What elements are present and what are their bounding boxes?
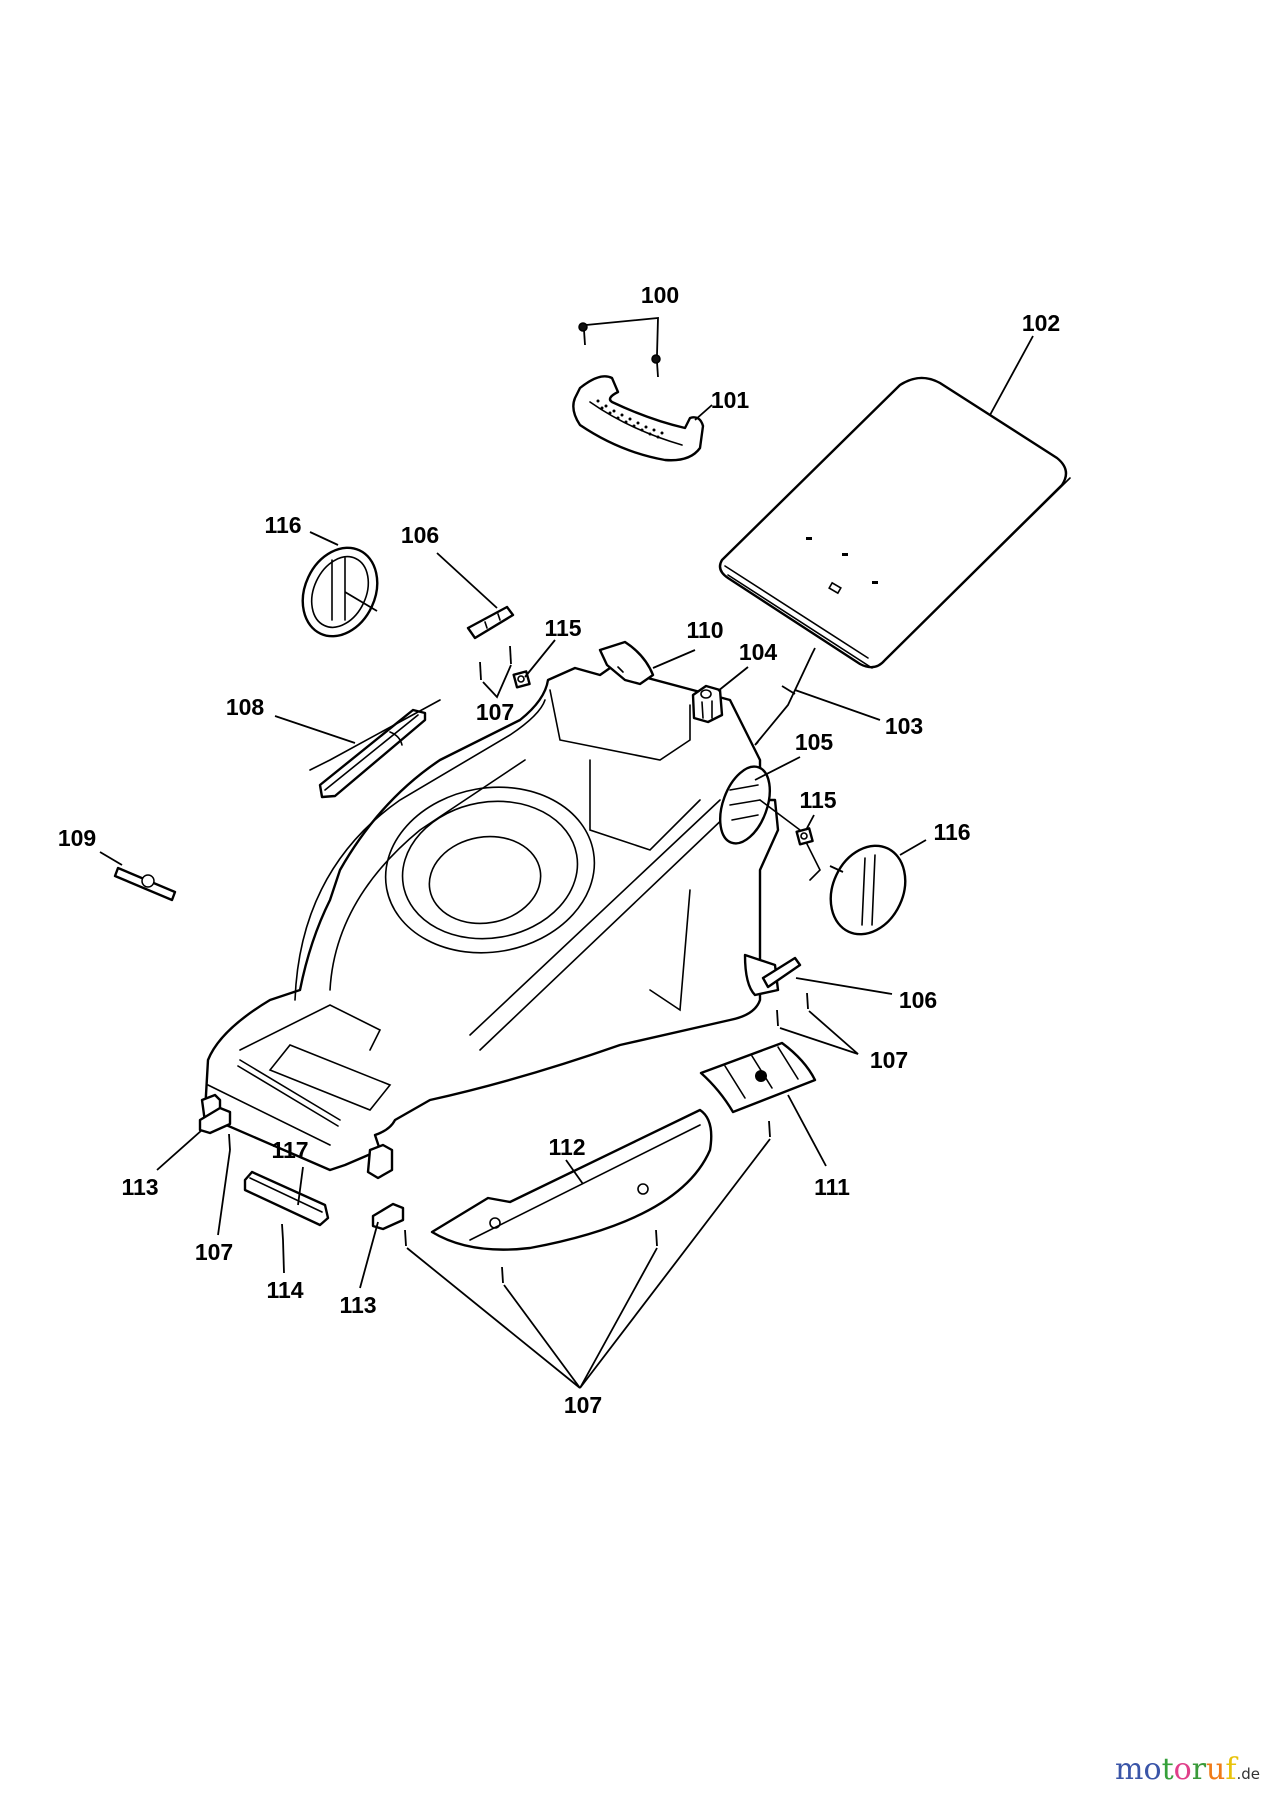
label-115-upper: 115	[544, 615, 581, 641]
torsion-spring-part	[754, 647, 816, 746]
part-labels: 100 101 102 103 104 105 106 106 107 107 …	[58, 282, 1060, 1418]
screw-107-upper-parts	[479, 645, 531, 699]
skirt-cover-part	[430, 1108, 713, 1251]
label-100: 100	[641, 282, 679, 308]
label-107-upper: 107	[476, 699, 514, 725]
screw-107-right-parts	[776, 992, 859, 1055]
clip-106-lower-part	[761, 956, 802, 989]
screw-107-left-and-114-parts	[228, 1133, 284, 1241]
label-115-right: 115	[799, 787, 836, 813]
label-104: 104	[739, 639, 778, 665]
label-106-lower: 106	[899, 987, 937, 1013]
wm-suffix: .de	[1236, 1765, 1260, 1783]
label-107-right: 107	[870, 1047, 908, 1073]
axle-holder-part	[243, 1170, 330, 1227]
label-113-right: 113	[339, 1292, 376, 1318]
label-108: 108	[226, 694, 265, 720]
label-107-left: 107	[195, 1239, 233, 1265]
badge-part	[113, 866, 177, 902]
label-109: 109	[58, 825, 96, 851]
wheel-right-part	[829, 844, 907, 936]
label-105: 105	[795, 729, 834, 755]
label-112: 112	[548, 1134, 585, 1160]
label-117: 117	[271, 1137, 308, 1163]
mower-deck-housing	[200, 666, 780, 1180]
wm-letter: o	[1173, 1752, 1192, 1787]
handle-part	[572, 375, 705, 462]
cover-cap-part	[598, 640, 655, 686]
wheel-left-part	[301, 546, 379, 638]
wm-letter: u	[1206, 1752, 1226, 1787]
leader-lines	[99, 335, 1034, 1289]
rear-flap-part	[718, 376, 1071, 669]
label-110: 110	[686, 617, 723, 643]
label-116-right: 116	[933, 819, 970, 845]
screw-100-parts	[578, 317, 661, 378]
label-111: 111	[814, 1174, 850, 1200]
clip-113-parts	[198, 1106, 405, 1231]
wheel-hub-part	[719, 765, 821, 997]
screw-107-bottom-parts	[404, 1120, 771, 1389]
label-102: 102	[1022, 310, 1060, 336]
wm-letter: r	[1191, 1752, 1207, 1787]
label-113-left: 113	[121, 1174, 158, 1200]
wm-letter: t	[1161, 1752, 1174, 1787]
label-101: 101	[711, 387, 750, 413]
clip-106-upper-part	[466, 605, 515, 640]
bushing-part	[691, 684, 724, 724]
wm-letter: f	[1225, 1752, 1237, 1787]
label-114: 114	[266, 1277, 303, 1303]
label-103: 103	[885, 713, 923, 739]
wm-letter: m	[1115, 1752, 1144, 1787]
label-107-bottom: 107	[564, 1392, 602, 1418]
nut-right-part	[795, 827, 814, 846]
vent-plate-part	[699, 1041, 817, 1114]
watermark-logo: motoruf.de	[1115, 1752, 1260, 1787]
wm-letter: o	[1143, 1752, 1162, 1787]
label-106-upper: 106	[401, 522, 439, 548]
cover-strip-part	[318, 708, 427, 799]
label-116-left: 116	[264, 512, 301, 538]
